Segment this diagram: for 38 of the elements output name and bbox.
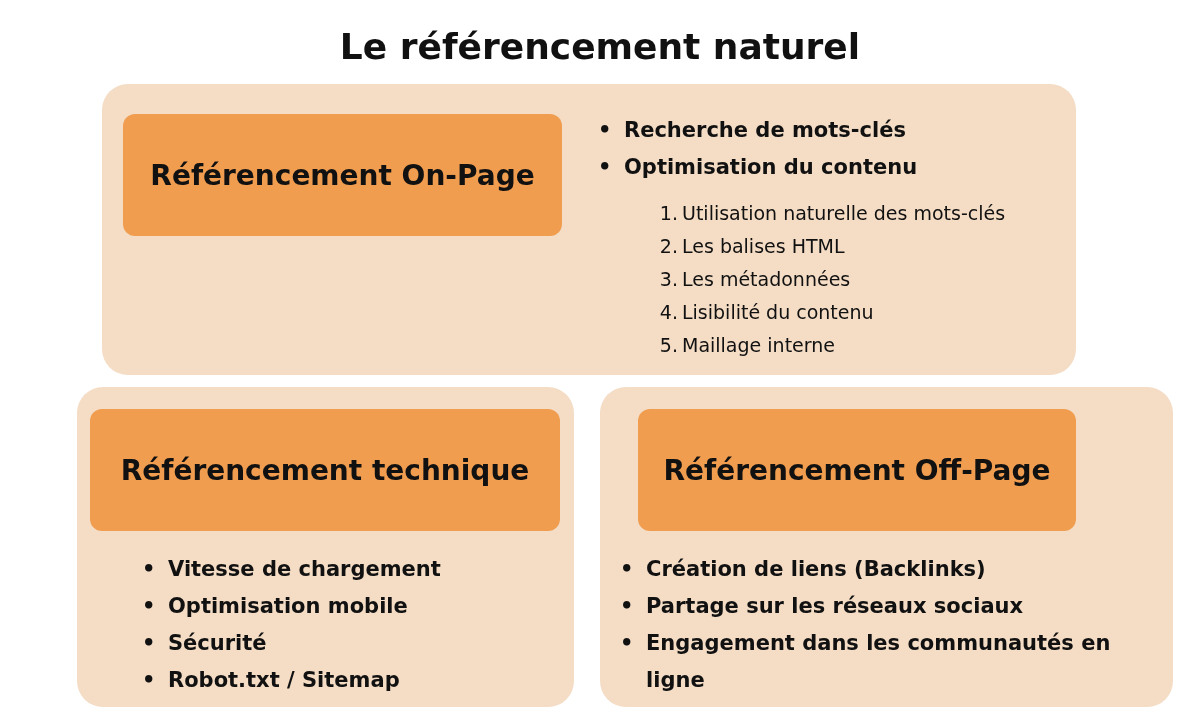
list-number: 4.: [659, 300, 679, 325]
bullet-item: Création de liens (Backlinks): [646, 556, 987, 583]
bullet-item: Vitesse de chargement: [168, 556, 442, 583]
numbered-item: Les métadonnées: [682, 267, 852, 292]
list-number: 5.: [659, 333, 679, 358]
bullet-marker: •: [620, 593, 634, 620]
bullet-marker: •: [598, 117, 612, 144]
bullet-marker: •: [142, 593, 156, 620]
section-panel: [102, 84, 1076, 375]
section-panel: [77, 387, 574, 707]
heading-box: [638, 409, 1076, 531]
heading-text: Référencement On-Page: [150, 158, 535, 192]
bullet-item: Sécurité: [168, 630, 268, 657]
numbered-item: Les balises HTML: [682, 234, 846, 259]
section-panel: [600, 387, 1173, 707]
bullet-marker: •: [142, 556, 156, 583]
numbered-item: Maillage interne: [682, 333, 836, 358]
title: Le référencement naturel: [339, 26, 861, 67]
heading-box: [123, 114, 562, 236]
bullet-item: Optimisation mobile: [168, 593, 409, 620]
bullet-marker: •: [598, 154, 612, 181]
bullet-item: Engagement dans les communautés en ligne: [646, 630, 1112, 694]
bullet-marker: •: [142, 630, 156, 657]
heading-text: Référencement Off-Page: [663, 453, 1051, 487]
bullet-marker: •: [620, 630, 634, 657]
heading-text: Référencement technique: [120, 453, 530, 487]
bullet-item: Robot.txt / Sitemap: [168, 667, 401, 694]
bullet-item: Recherche de mots-clés: [624, 117, 907, 144]
numbered-item: Utilisation naturelle des mots-clés: [682, 201, 1007, 226]
list-number: 2.: [659, 234, 679, 259]
bullet-item: Partage sur les réseaux sociaux: [646, 593, 1025, 620]
bullet-marker: •: [142, 667, 156, 694]
list-number: 3.: [659, 267, 679, 292]
heading-box: [90, 409, 560, 531]
bullet-marker: •: [620, 556, 634, 583]
bullet-item: Optimisation du contenu: [624, 154, 919, 181]
list-number: 1.: [659, 201, 679, 226]
numbered-item: Lisibilité du contenu: [682, 300, 875, 325]
